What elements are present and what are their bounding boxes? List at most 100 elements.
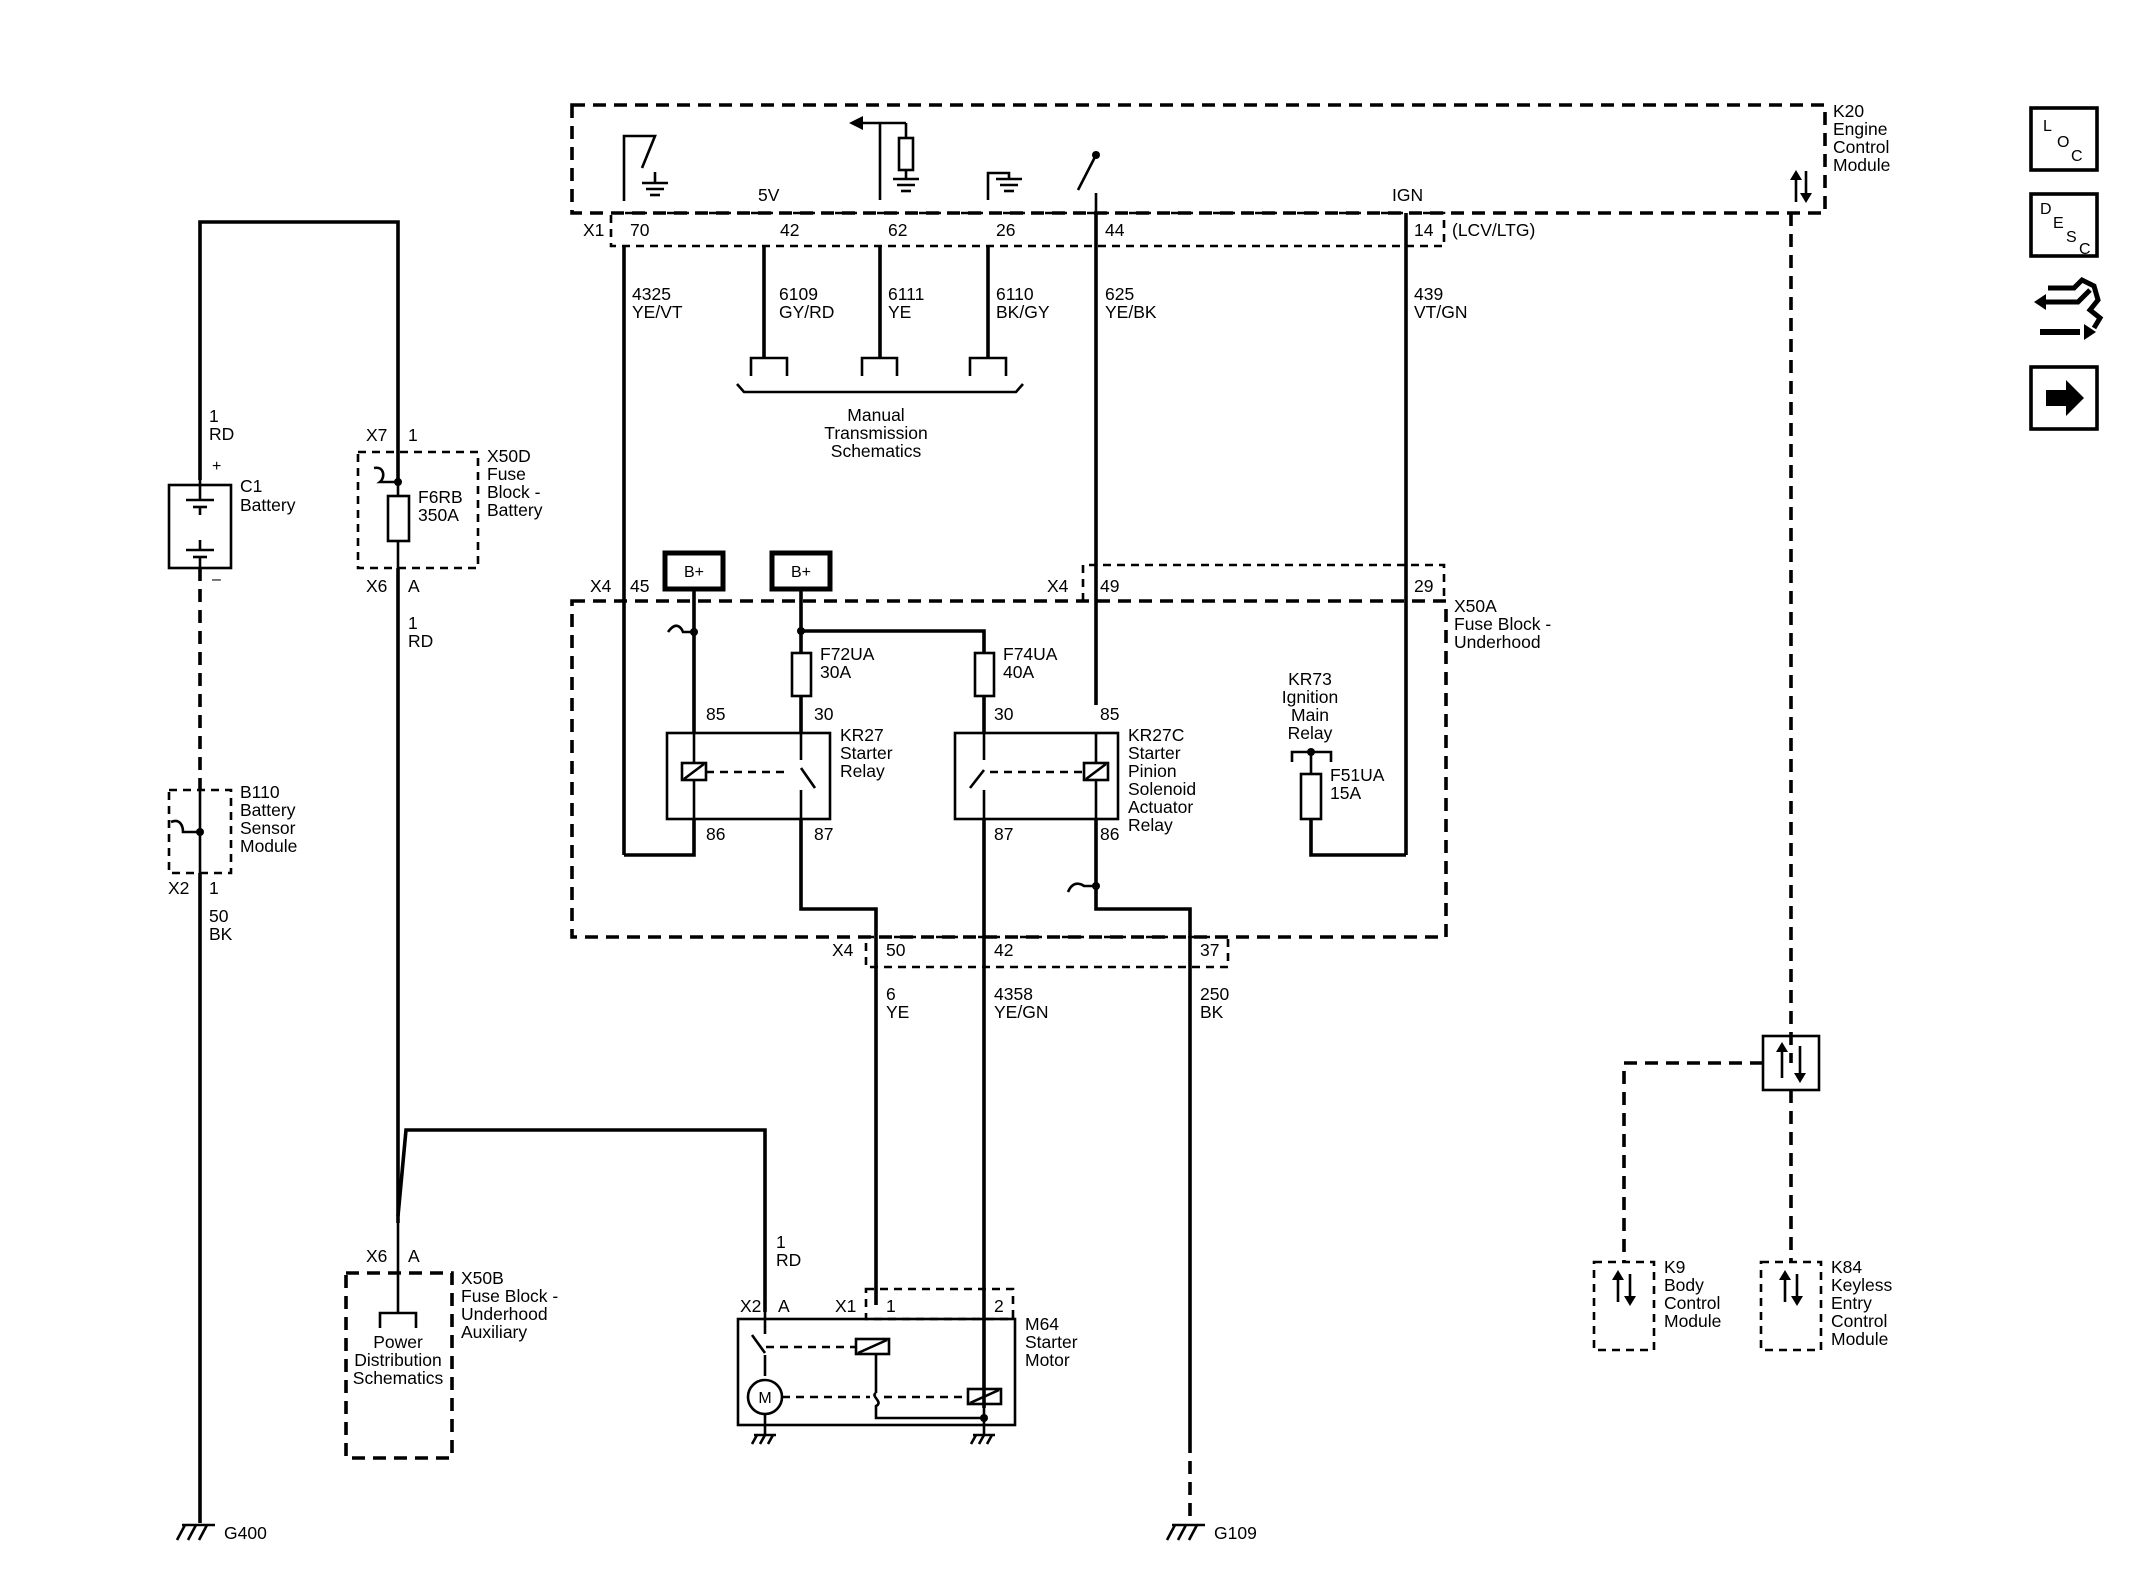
svg-text:X1: X1: [835, 1296, 856, 1316]
svg-text:A: A: [408, 1246, 420, 1266]
svg-text:Manual: Manual: [847, 405, 904, 425]
ground-icon: [996, 177, 1022, 193]
svg-text:Relay: Relay: [1288, 723, 1333, 743]
svg-text:Module: Module: [1833, 155, 1890, 175]
g109-ground: G109: [1165, 1523, 1257, 1543]
manual-transmission-reference[interactable]: Manual Transmission Schematics: [736, 356, 1024, 461]
svg-text:+: +: [212, 458, 221, 475]
svg-text:29: 29: [1414, 576, 1433, 596]
svg-text:X4: X4: [832, 940, 854, 960]
svg-text:K84: K84: [1831, 1257, 1862, 1277]
connector-pinout-icon[interactable]: [2034, 276, 2104, 340]
g400-ground: G400: [175, 1523, 267, 1543]
svg-text:Battery: Battery: [487, 500, 543, 520]
k9-body-control-module: K9 Body Control Module: [1592, 1257, 1721, 1352]
svg-text:RD: RD: [776, 1250, 801, 1270]
svg-text:Underhood: Underhood: [1454, 632, 1541, 652]
svg-text:X2: X2: [740, 1296, 761, 1316]
svg-text:Block -: Block -: [487, 482, 541, 502]
svg-text:Motor: Motor: [1025, 1350, 1070, 1370]
bplus-terminal: B+: [769, 550, 833, 592]
ground-icon: [642, 172, 668, 197]
svg-text:X1: X1: [583, 220, 604, 240]
svg-text:S: S: [2066, 229, 2077, 246]
svg-text:KR27C: KR27C: [1128, 725, 1184, 745]
svg-text:Relay: Relay: [840, 761, 885, 781]
svg-text:Control: Control: [1831, 1311, 1887, 1331]
svg-text:X4: X4: [1047, 576, 1069, 596]
serial-data-icon: [1790, 170, 1812, 203]
svg-text:X6: X6: [366, 576, 387, 596]
svg-text:RD: RD: [408, 631, 433, 651]
svg-text:L: L: [2043, 118, 2052, 135]
svg-text:87: 87: [994, 824, 1013, 844]
svg-text:49: 49: [1100, 576, 1119, 596]
svg-text:B+: B+: [684, 564, 704, 581]
svg-text:250: 250: [1200, 984, 1229, 1004]
svg-text:Engine: Engine: [1833, 119, 1888, 139]
svg-text:M64: M64: [1025, 1314, 1059, 1334]
svg-text:B110: B110: [240, 782, 280, 802]
svg-text:Solenoid: Solenoid: [1128, 779, 1196, 799]
svg-text:Starter: Starter: [840, 743, 893, 763]
svg-text:G109: G109: [1214, 1523, 1257, 1543]
svg-text:B+: B+: [791, 564, 811, 581]
svg-text:Transmission: Transmission: [824, 423, 927, 443]
ground-icon: [969, 1433, 995, 1445]
f72ua-fuse: F72UA 30A: [790, 644, 875, 698]
svg-text:K20: K20: [1833, 101, 1864, 121]
svg-text:YE: YE: [888, 302, 911, 322]
svg-text:Module: Module: [240, 836, 297, 856]
f51ua-fuse: F51UA 15A: [1299, 765, 1385, 821]
svg-text:6111: 6111: [888, 284, 924, 304]
svg-text:F72UA: F72UA: [820, 644, 875, 664]
svg-text:RD: RD: [209, 424, 234, 444]
svg-text:4325: 4325: [632, 284, 671, 304]
svg-text:Keyless: Keyless: [1831, 1275, 1893, 1295]
x50d-fuse-block-battery: F6RB 350A X50D Fuse Block - Battery: [356, 446, 543, 570]
svg-text:Starter: Starter: [1025, 1332, 1078, 1352]
svg-text:62: 62: [888, 220, 907, 240]
description-view-button[interactable]: D E S C: [2029, 192, 2099, 258]
x50b-fuse-block-underhood-auxiliary: Power Distribution Schematics X50B Fuse …: [344, 1223, 558, 1460]
svg-text:VT/GN: VT/GN: [1414, 302, 1467, 322]
svg-text:40A: 40A: [1003, 662, 1034, 682]
svg-text:625: 625: [1105, 284, 1134, 304]
svg-text:Fuse Block -: Fuse Block -: [461, 1286, 558, 1306]
svg-text:15A: 15A: [1330, 783, 1361, 803]
svg-text:44: 44: [1105, 220, 1125, 240]
svg-text:Underhood: Underhood: [461, 1304, 548, 1324]
svg-text:85: 85: [1100, 704, 1119, 724]
svg-text:Battery: Battery: [240, 800, 296, 820]
svg-text:F51UA: F51UA: [1330, 765, 1385, 785]
svg-text:26: 26: [996, 220, 1015, 240]
svg-text:YE: YE: [886, 1002, 909, 1022]
svg-text:X50B: X50B: [461, 1268, 504, 1288]
svg-text:85: 85: [706, 704, 725, 724]
svg-text:(LCV/LTG): (LCV/LTG): [1452, 220, 1535, 240]
svg-text:X50A: X50A: [1454, 596, 1497, 616]
svg-text:86: 86: [1100, 824, 1119, 844]
svg-text:Module: Module: [1664, 1311, 1721, 1331]
svg-text:Power: Power: [373, 1332, 423, 1352]
navigate-next-icon[interactable]: [2029, 365, 2099, 431]
svg-text:E: E: [2053, 215, 2064, 232]
svg-text:42: 42: [780, 220, 799, 240]
svg-text:Ignition: Ignition: [1282, 687, 1338, 707]
location-view-button[interactable]: L O C: [2029, 106, 2099, 172]
f74ua-fuse: F74UA 40A: [973, 644, 1058, 698]
svg-text:1: 1: [209, 878, 219, 898]
svg-text:86: 86: [706, 824, 725, 844]
svg-text:F74UA: F74UA: [1003, 644, 1058, 664]
b110-battery-sensor-module: B110 Battery Sensor Module: [167, 782, 297, 875]
svg-text:KR27: KR27: [840, 725, 884, 745]
svg-text:K9: K9: [1664, 1257, 1685, 1277]
svg-text:6109: 6109: [779, 284, 818, 304]
svg-text:G400: G400: [224, 1523, 267, 1543]
svg-text:Entry: Entry: [1831, 1293, 1872, 1313]
ground-icon: [750, 1433, 776, 1445]
svg-text:Control: Control: [1833, 137, 1889, 157]
svg-text:50: 50: [886, 940, 906, 960]
svg-text:X2: X2: [168, 878, 189, 898]
svg-text:X7: X7: [366, 425, 387, 445]
